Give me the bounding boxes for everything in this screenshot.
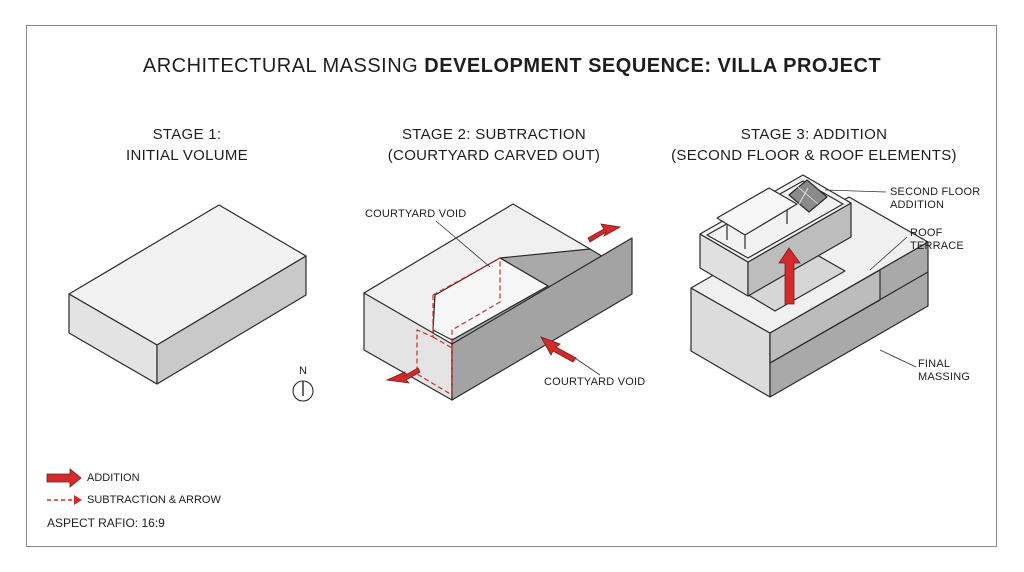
stage-1-line1: STAGE 1:: [152, 126, 222, 143]
courtyard-void-leader-bottom: [574, 357, 601, 376]
stage-3-volume: [690, 174, 929, 398]
legend-addition-arrow-icon: [46, 468, 82, 488]
courtyard-void-label-bottom: COURTYARD VOID: [544, 376, 646, 388]
courtyard-void-label-top: COURTYARD VOID: [365, 208, 467, 220]
aspect-ratio-note: ASPECT RAFIO: 16:9: [47, 516, 165, 530]
addition-arrow-up: [778, 247, 801, 305]
subtraction-arrow-top-right: [587, 223, 622, 243]
stage-3-roof-canopy: [716, 187, 798, 236]
stage-2-arrows: [385, 223, 622, 384]
diagram-title: ARCHITECTURAL MASSING DEVELOPMENT SEQUEN…: [0, 55, 1024, 78]
stage-2-line2: (COURTYARD CARVED OUT): [387, 147, 601, 164]
roof-terrace-label-line1: ROOF: [910, 227, 943, 239]
final-massing-leader: [879, 349, 917, 368]
legend-addition-label: ADDITION: [87, 472, 140, 484]
final-massing-label-line1: FINAL: [918, 358, 951, 370]
second-floor-label-line1: SECOND FLOOR: [890, 186, 981, 198]
legend-subtraction-arrowhead-icon: [74, 495, 82, 505]
stage-2-volume: [363, 203, 633, 401]
stage-1-heading: STAGE 1: INITIAL VOLUME: [87, 124, 287, 166]
stage-2-line1: STAGE 2: SUBTRACTION: [401, 126, 587, 143]
second-floor-label: SECOND FLOOR ADDITION: [890, 186, 980, 212]
courtyard-void-leader-top: [435, 220, 491, 268]
stage-3-line2: (SECOND FLOOR & ROOF ELEMENTS): [671, 147, 957, 164]
title-bold: DEVELOPMENT SEQUENCE: VILLA PROJECT: [424, 55, 882, 77]
diagram-frame: [26, 25, 997, 547]
north-arrow: [292, 380, 314, 402]
roof-terrace-leader: [869, 236, 908, 271]
final-massing-label: FINAL MASSING: [918, 358, 970, 384]
roof-terrace-label: ROOF TERRACE: [910, 227, 964, 253]
stage-3-heading: STAGE 3: ADDITION (SECOND FLOOR & ROOF E…: [664, 124, 964, 166]
second-floor-label-line2: ADDITION: [890, 199, 945, 211]
final-massing-label-line2: MASSING: [918, 371, 971, 383]
legend-subtraction-label: SUBTRACTION & ARROW: [87, 494, 221, 506]
stage-2-heading: STAGE 2: SUBTRACTION (COURTYARD CARVED O…: [364, 124, 624, 166]
title-light: ARCHITECTURAL MASSING: [142, 55, 425, 77]
stage-1-volume: [68, 204, 307, 385]
stage-2-void-outline: [416, 256, 501, 396]
stage-3-line1: STAGE 3: ADDITION: [740, 126, 888, 143]
stage-1-side-face: [156, 255, 307, 385]
subtraction-arrow-left: [385, 367, 421, 384]
subtraction-arrow-right: [540, 336, 577, 363]
north-label: N: [299, 365, 307, 377]
roof-terrace-label-line2: TERRACE: [910, 240, 964, 252]
stage-1-line2: INITIAL VOLUME: [125, 147, 248, 164]
second-floor-leader: [824, 189, 887, 193]
